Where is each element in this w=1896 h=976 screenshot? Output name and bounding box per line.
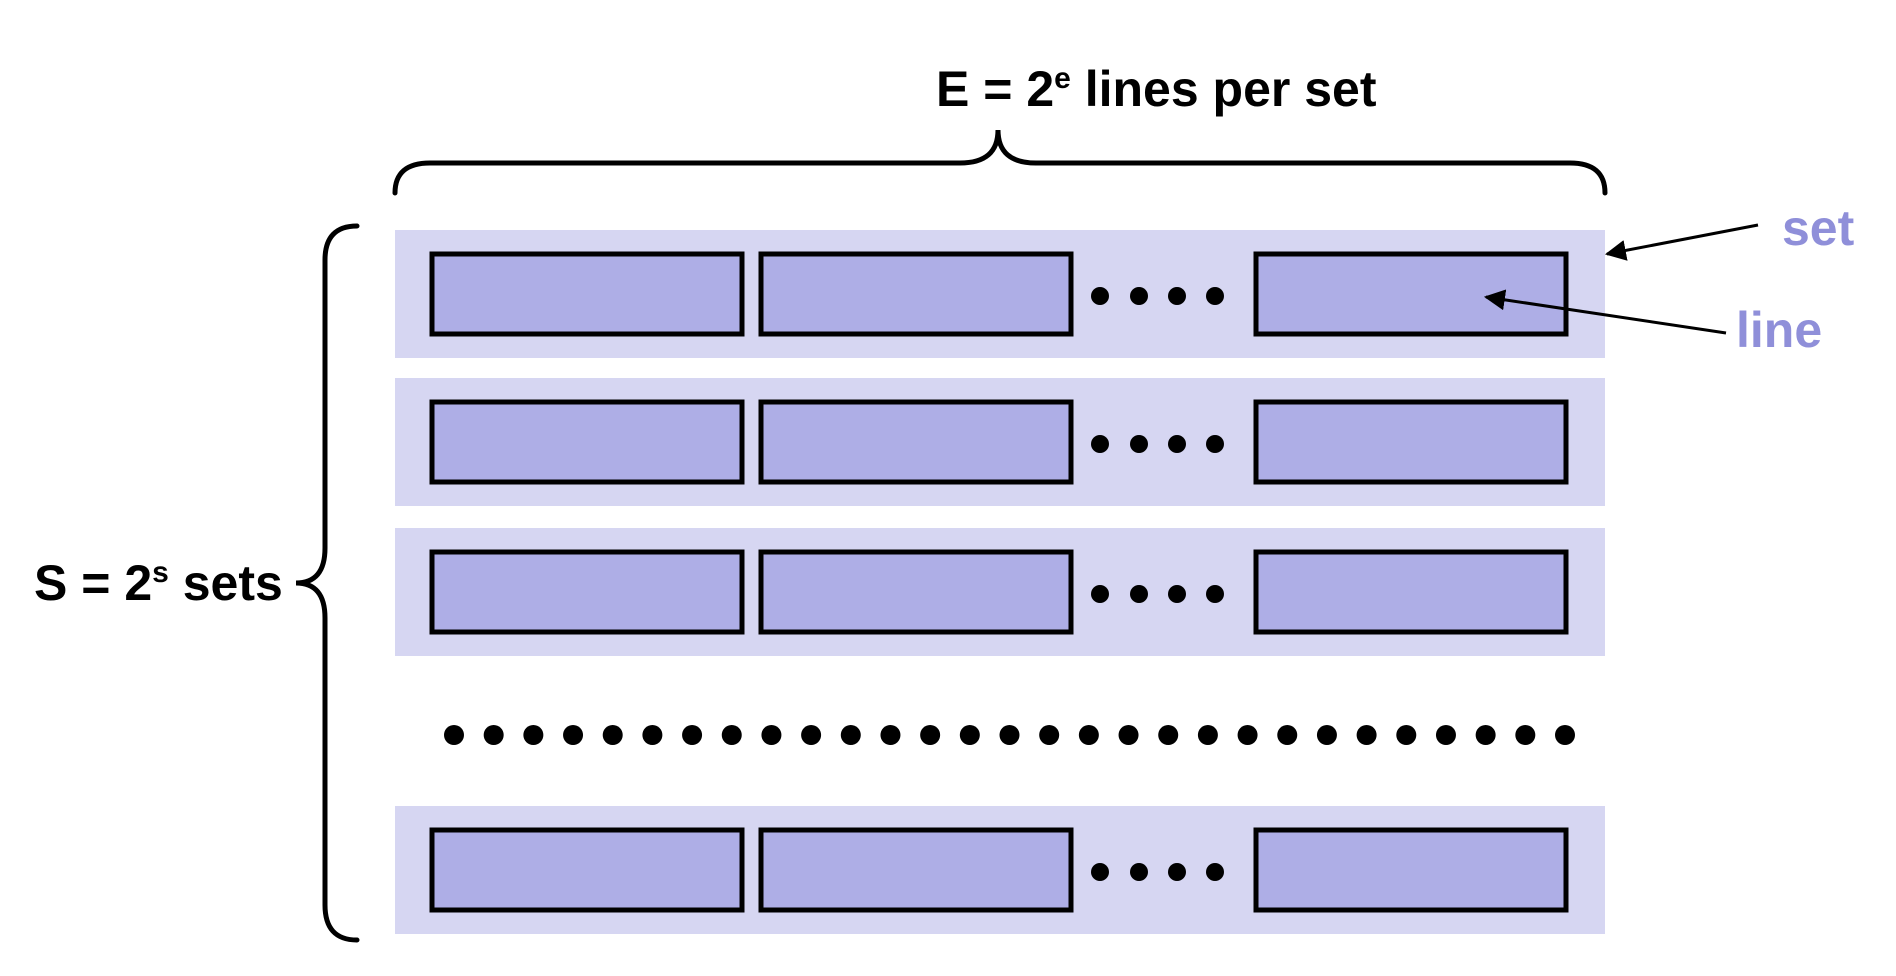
ellipsis-dot xyxy=(1091,287,1109,305)
ellipsis-dot xyxy=(1091,435,1109,453)
ellipsis-dot xyxy=(444,725,464,745)
ellipsis-dot xyxy=(1206,435,1224,453)
ellipsis-dot xyxy=(761,725,782,745)
cache-line xyxy=(429,827,745,913)
ellipsis-dot xyxy=(1515,725,1536,745)
cache-line xyxy=(758,827,1074,913)
ellipsis-dot xyxy=(523,725,544,745)
cache-line xyxy=(429,399,745,485)
ellipsis-dot xyxy=(959,725,980,745)
ellipsis-dot xyxy=(1396,725,1417,745)
top-brace xyxy=(392,129,1608,196)
ellipsis-dot xyxy=(1168,585,1186,603)
ellipsis-dot xyxy=(1039,725,1060,745)
cache-line xyxy=(429,549,745,635)
ellipsis-dot xyxy=(1130,585,1148,603)
cache-line xyxy=(1253,399,1569,485)
ellipsis-dot xyxy=(602,725,623,745)
ellipsis-dot xyxy=(801,725,822,745)
line-annotation-label: line xyxy=(1736,302,1822,358)
ellipsis-dot xyxy=(563,725,584,745)
ellipsis-dot xyxy=(880,725,901,745)
lines-per-set-label: E = 2e lines per set xyxy=(936,61,1377,117)
ellipsis-dot xyxy=(1091,585,1109,603)
ellipsis-dot xyxy=(1435,725,1456,745)
cache-line xyxy=(758,399,1074,485)
ellipsis-dot xyxy=(1078,725,1099,745)
cache-line xyxy=(1253,549,1569,635)
set-row xyxy=(395,378,1605,506)
ellipsis-dot xyxy=(1555,725,1575,745)
cache-line xyxy=(429,251,745,337)
ellipsis-dot xyxy=(1168,287,1186,305)
set-row xyxy=(395,528,1605,656)
cache-line xyxy=(1253,251,1569,337)
ellipsis-dot xyxy=(1475,725,1496,745)
ellipsis-dot xyxy=(682,725,703,745)
set-row xyxy=(395,806,1605,934)
set-rows xyxy=(395,230,1605,934)
set-arrow xyxy=(1604,223,1759,261)
more-sets-ellipsis xyxy=(444,725,1575,745)
ellipsis-dot xyxy=(920,725,941,745)
ellipsis-dot xyxy=(1130,435,1148,453)
ellipsis-dot xyxy=(483,725,504,745)
ellipsis-dot xyxy=(1168,435,1186,453)
ellipsis-dot xyxy=(1091,863,1109,881)
left-brace xyxy=(295,223,360,943)
ellipsis-dot xyxy=(1158,725,1179,745)
cache-line xyxy=(758,251,1074,337)
ellipsis-dot xyxy=(840,725,861,745)
ellipsis-dot xyxy=(1206,585,1224,603)
line-arrow xyxy=(1483,289,1727,335)
set-row xyxy=(395,230,1605,358)
cache-line xyxy=(758,549,1074,635)
ellipsis-dot xyxy=(1237,725,1258,745)
ellipsis-dot xyxy=(1197,725,1218,745)
ellipsis-dot xyxy=(999,725,1020,745)
sets-label: S = 2s sets xyxy=(34,555,283,611)
ellipsis-dot xyxy=(642,725,663,745)
ellipsis-dot xyxy=(1356,725,1377,745)
cache-line xyxy=(1253,827,1569,913)
ellipsis-dot xyxy=(1168,863,1186,881)
ellipsis-dot xyxy=(1118,725,1139,745)
ellipsis-dot xyxy=(1316,725,1337,745)
ellipsis-dot xyxy=(1130,287,1148,305)
ellipsis-dot xyxy=(1206,287,1224,305)
ellipsis-dot xyxy=(1130,863,1148,881)
ellipsis-dot xyxy=(1277,725,1298,745)
ellipsis-dot xyxy=(1206,863,1224,881)
set-annotation-label: set xyxy=(1782,200,1855,256)
ellipsis-dot xyxy=(721,725,742,745)
